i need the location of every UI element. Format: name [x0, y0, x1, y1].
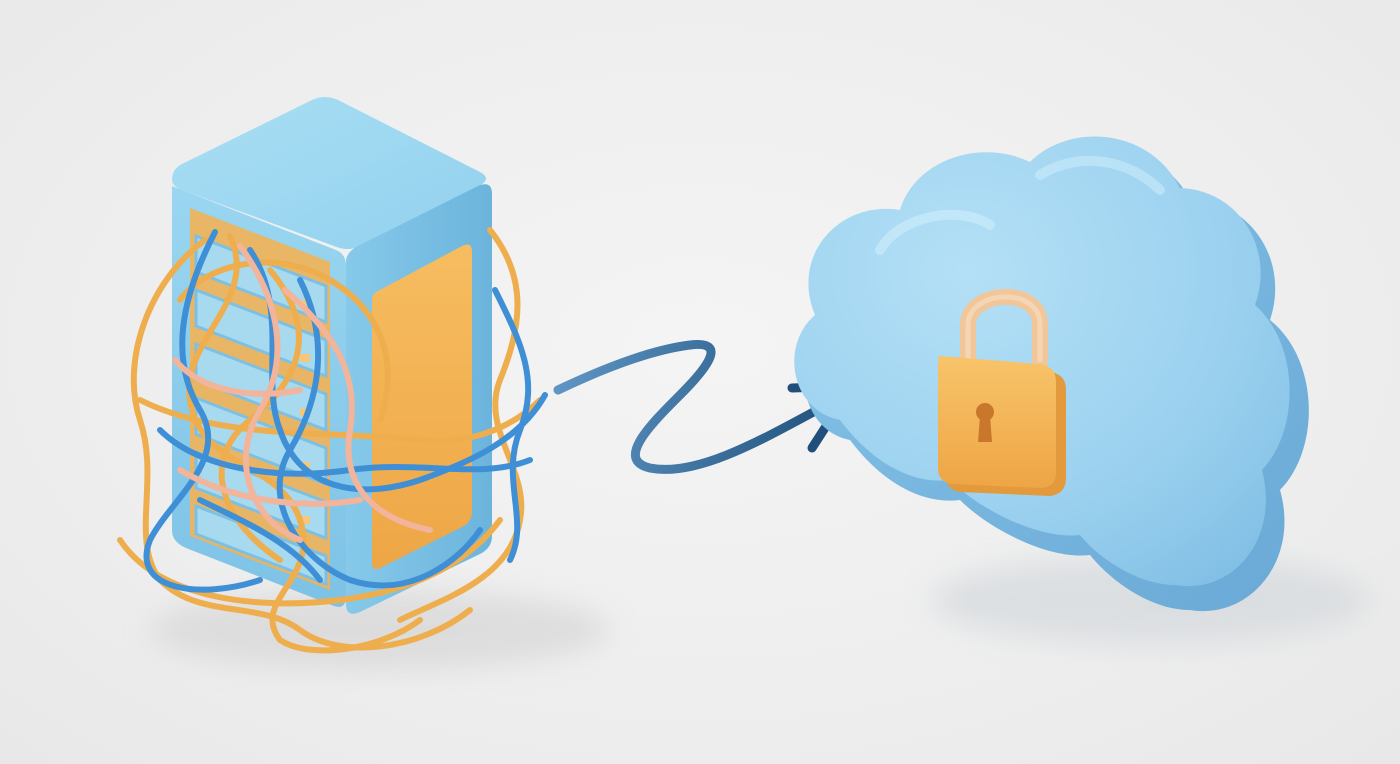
- cables-tangle: [117, 227, 548, 654]
- keyhole-icon: [976, 403, 994, 442]
- server-shadow: [150, 590, 610, 670]
- padlock-icon: [938, 288, 1066, 496]
- side-panel: [372, 244, 472, 570]
- server-rack-icon: [172, 97, 492, 614]
